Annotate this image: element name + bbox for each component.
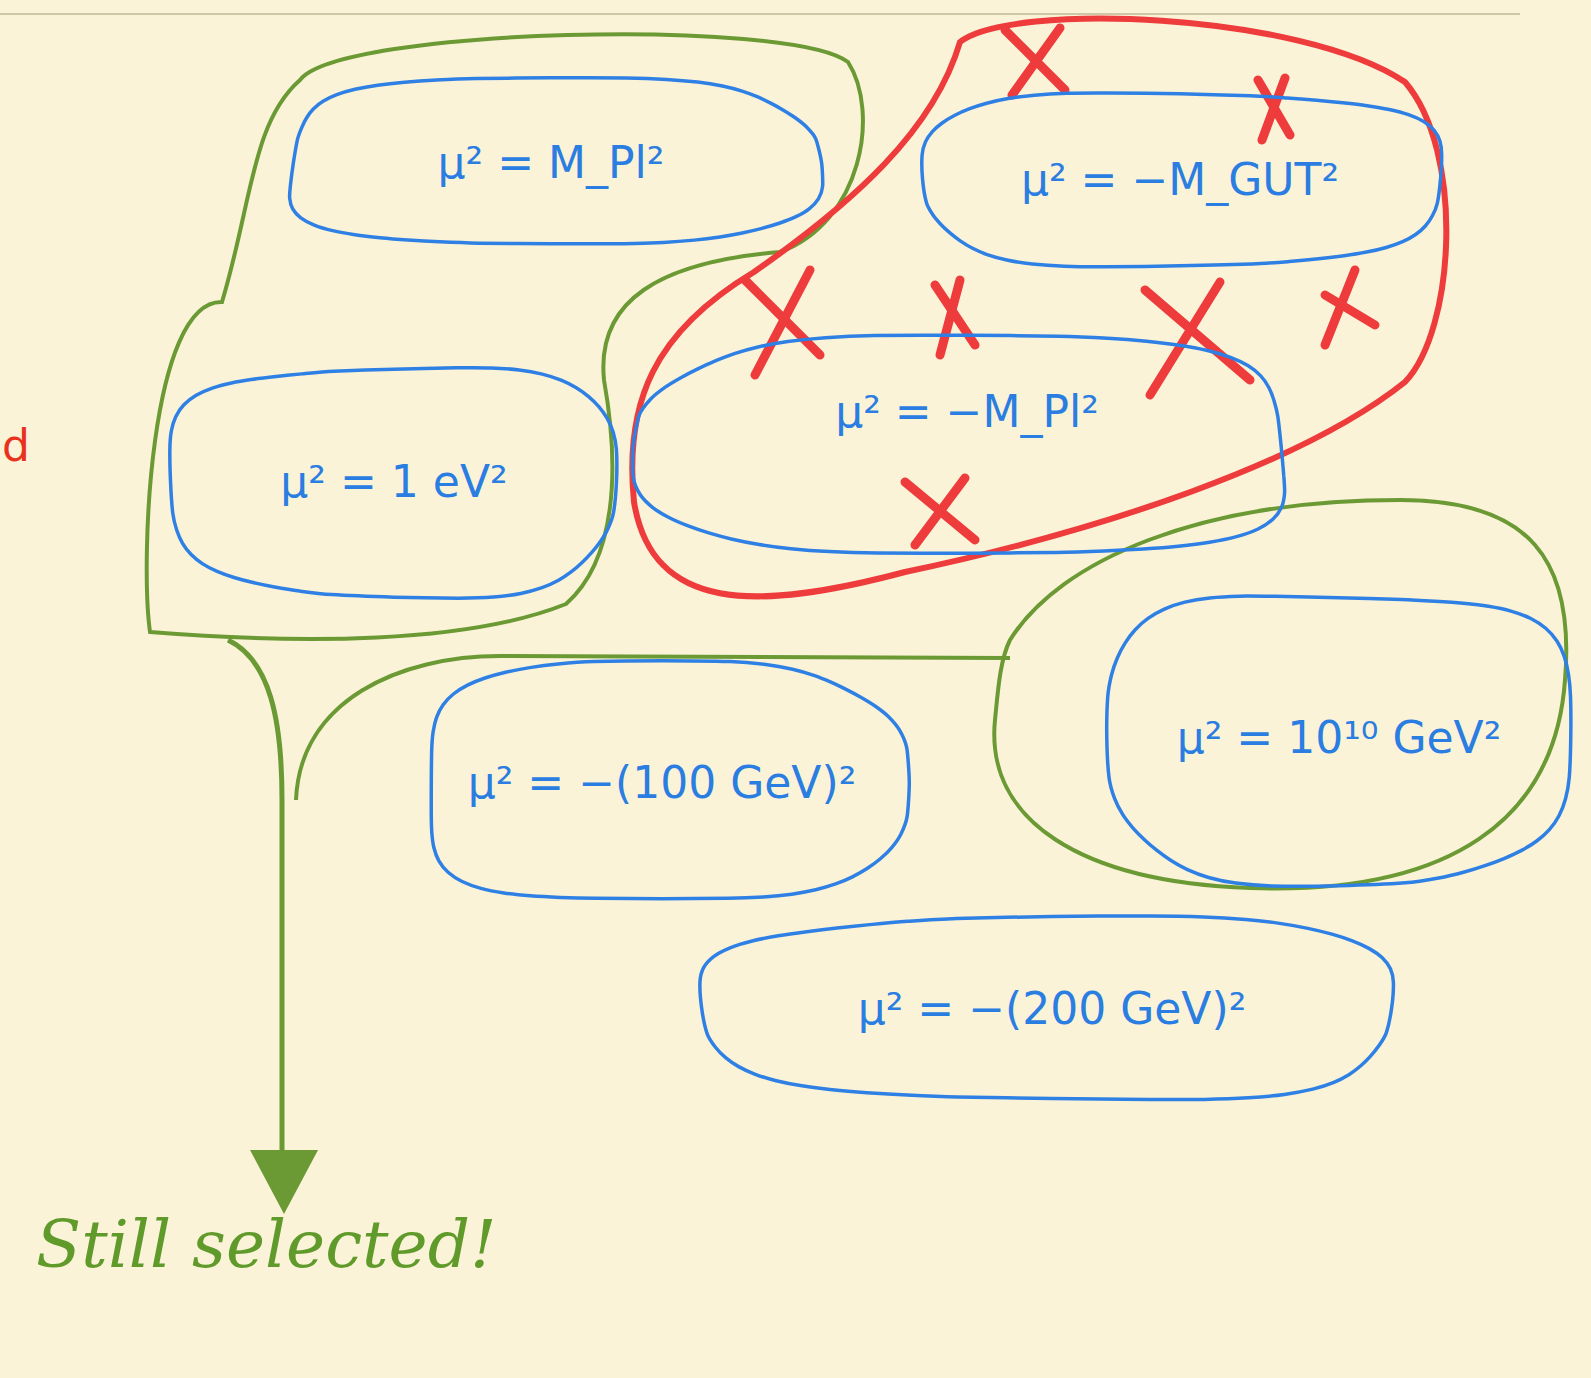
value-blob: μ² = M_Pl² — [284, 76, 818, 248]
value-blob: μ² = −(100 GeV)² — [420, 660, 904, 904]
value-text: μ² = M_Pl² — [438, 137, 665, 188]
cross-marks — [745, 28, 1375, 545]
blob-path — [700, 916, 1393, 1100]
edge-letter: d — [2, 420, 30, 471]
blob-path — [1107, 596, 1571, 886]
value-blob: μ² = 10¹⁰ GeV² — [1104, 590, 1574, 884]
selection-note: Still selected! — [36, 1206, 496, 1283]
selection-outline — [994, 500, 1566, 888]
blob-path — [633, 335, 1285, 553]
value-text: μ² = 1 eV² — [280, 456, 507, 507]
blob-outline — [640, 334, 1294, 558]
value-text: μ² = −M_Pl² — [835, 386, 1099, 437]
slide-rule — [0, 13, 1520, 15]
selection-arrow — [228, 640, 282, 1150]
value-text: μ² = −(100 GeV)² — [468, 757, 857, 808]
value-blob: μ² = −M_GUT² — [918, 90, 1442, 268]
value-text: μ² = 10¹⁰ GeV² — [1177, 712, 1502, 763]
excluded-outline — [632, 19, 1446, 597]
blob-path — [290, 78, 823, 244]
blob-path — [170, 368, 617, 598]
blob-path — [431, 661, 909, 899]
blob-path — [922, 93, 1442, 267]
value-blob: μ² = −M_Pl² — [640, 334, 1294, 558]
selection-outline — [147, 34, 863, 639]
value-blob: μ² = 1 eV² — [168, 364, 620, 598]
arrow-head — [250, 1150, 318, 1214]
value-blob: μ² = −(200 GeV)² — [704, 914, 1400, 1102]
value-text: μ² = −M_GUT² — [1021, 154, 1339, 205]
value-text: μ² = −(200 GeV)² — [858, 983, 1247, 1034]
